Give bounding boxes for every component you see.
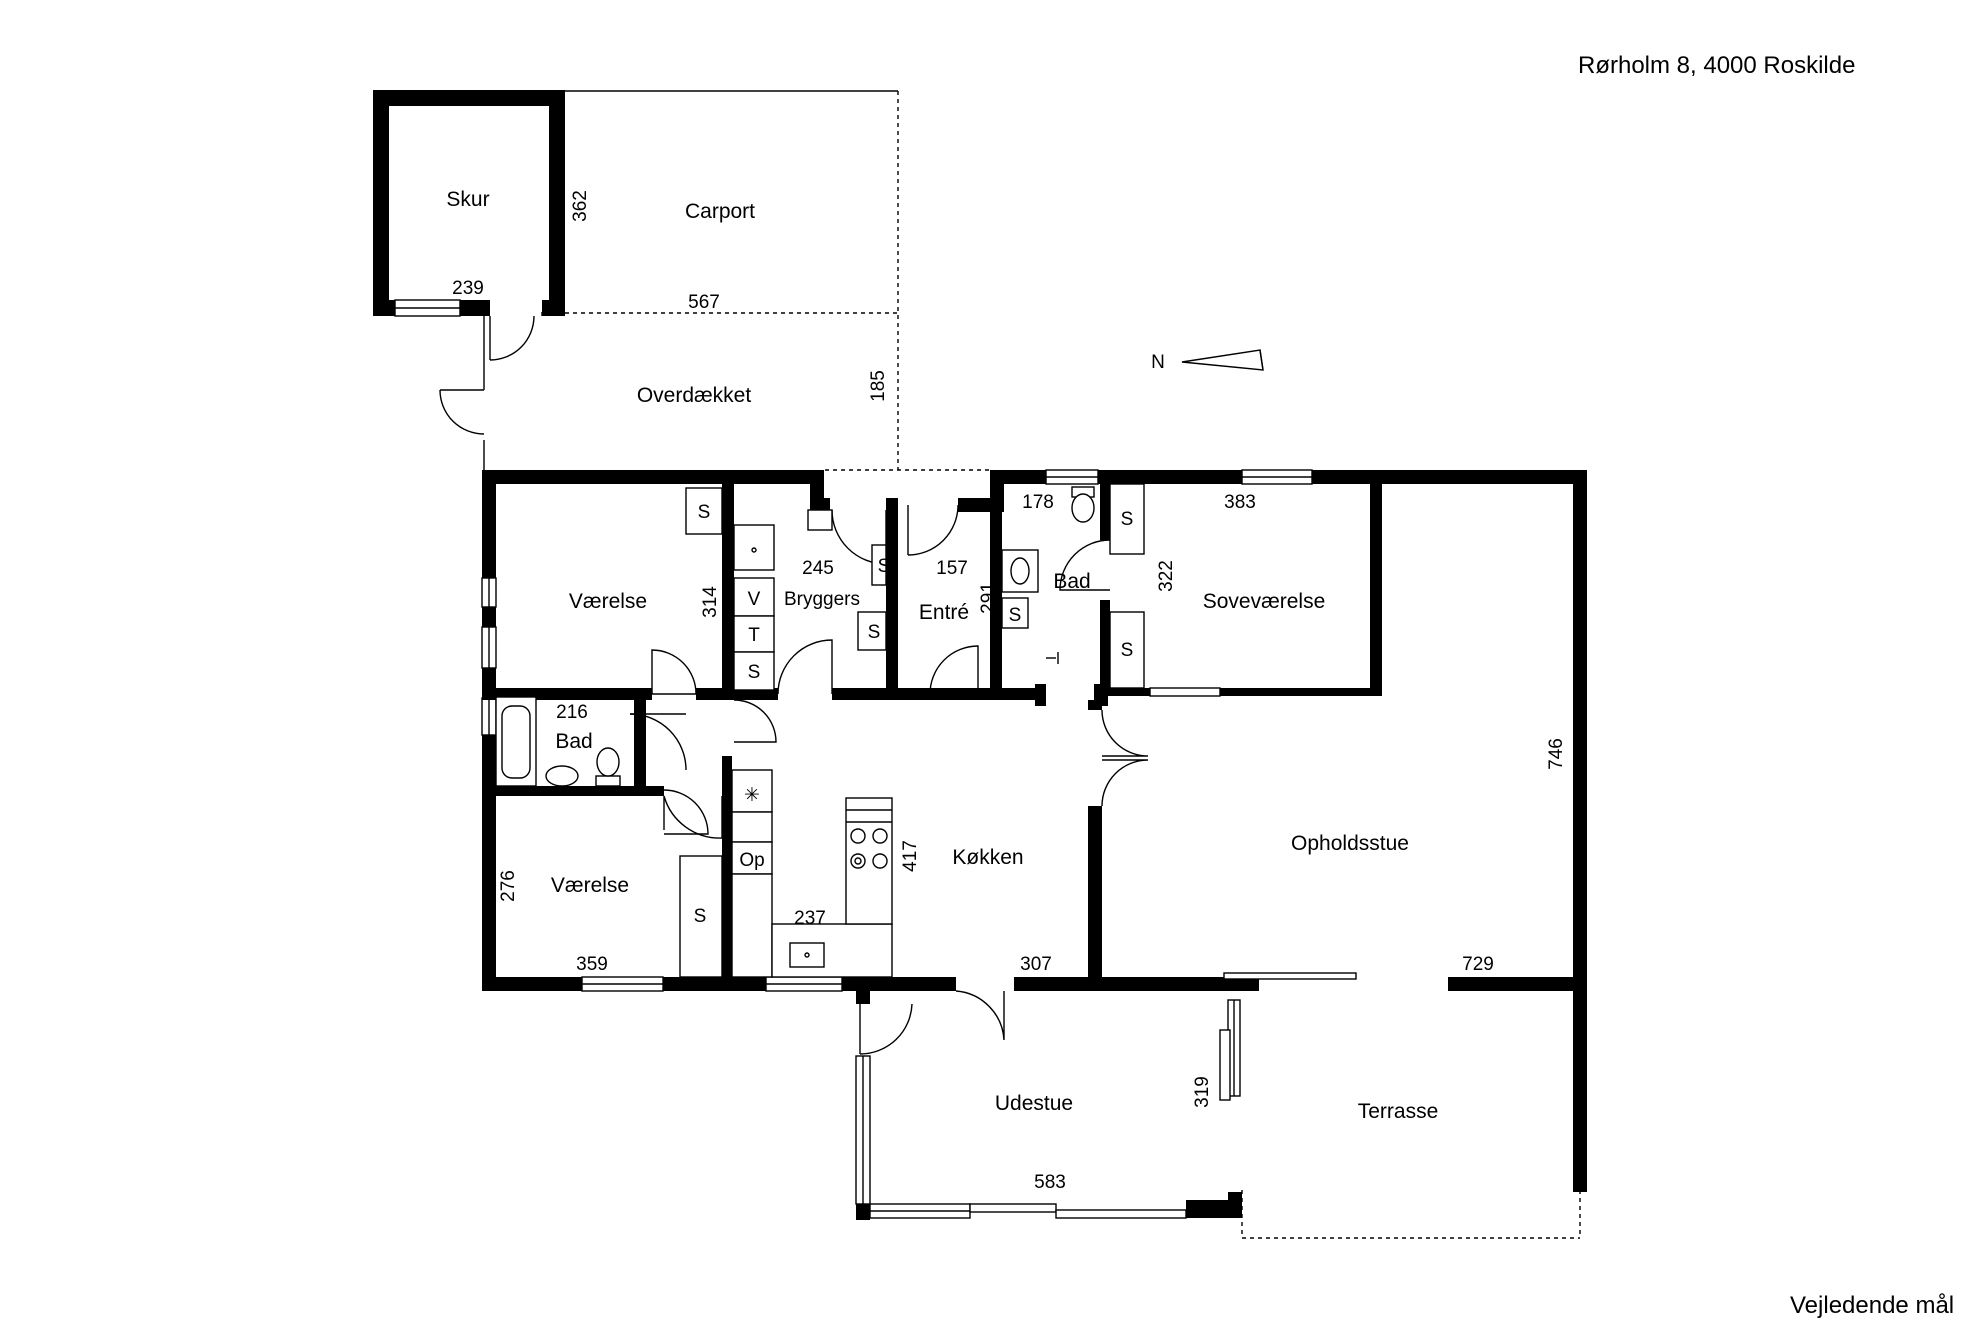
room-label-koekken: Køkken [952,846,1023,869]
carport-outline [565,90,990,471]
dim-vaerelse-bottom-height: 276 [498,870,519,902]
room-label-bad-west: Bad [555,730,592,753]
dryer-label: T [748,625,760,646]
compass-label: N [1151,352,1165,373]
svg-text:Op: Op [739,850,764,871]
room-label-sovevaerelse: Soveværelse [1203,590,1326,613]
dim-vaerelse-bottom-width: 359 [576,954,608,975]
dim-bryggers-width: 245 [802,558,834,579]
dim-carport-width: 567 [688,292,720,313]
dim-koekken-height: 417 [900,840,921,872]
dim-bad-north-width: 178 [1022,492,1054,513]
address-title: Rørholm 8, 4000 Roskilde [1578,52,1856,79]
bryggers-cabinets: S S [807,509,891,651]
dim-bad-north-height: 291 [978,582,999,614]
room-label-vaerelse-bottom: Værelse [551,874,629,897]
svg-text:S: S [1121,509,1134,530]
interior-walls [482,484,1382,984]
dim-koekken-width: 237 [794,908,826,929]
udestue-glazing [855,972,1357,1219]
room-label-vaerelse-top: Værelse [569,590,647,613]
freezer-icon: ✳ [744,785,760,806]
dim-overdaekket-height: 185 [868,370,889,402]
skur-walls [373,90,565,316]
vaerelse-bottom-closet: S [679,855,723,978]
dim-bad-west-width: 216 [556,702,588,723]
bad-north-fixtures: S [1001,486,1095,664]
room-label-skur: Skur [446,188,489,211]
terrasse-outline [1241,1190,1581,1239]
dim-koekken-width-2: 307 [1020,954,1052,975]
room-label-bryggers: Bryggers [784,589,860,610]
skur-door [489,312,543,361]
room-label-carport: Carport [685,200,755,223]
svg-text:S: S [694,906,707,927]
room-label-overdaekket: Overdækket [637,384,752,407]
room-label-bad-north: Bad [1053,570,1090,593]
svg-text:S: S [698,502,711,523]
dim-sovevaerelse-width: 383 [1224,492,1256,513]
washer-label: V [748,589,761,610]
svg-text:S: S [868,622,881,643]
koekken-fixtures: ✳ Op [731,769,893,978]
skur-window [394,299,461,317]
svg-text:S: S [748,662,761,683]
udestue-walls [856,984,1242,1220]
south-windows [581,976,843,992]
sovevaerelse-closets: S S [1109,483,1145,689]
dim-opholdsstue-width: 729 [1462,954,1494,975]
west-windows [481,577,497,736]
dim-skur-width: 239 [452,278,484,299]
room-label-opholdsstue: Opholdsstue [1291,832,1409,855]
overdaekket-door [439,389,485,435]
dim-udestue-height: 319 [1192,1076,1213,1108]
dim-udestue-width: 583 [1034,1172,1066,1193]
dim-opholdsstue-height: 746 [1546,738,1567,770]
disclaimer-text: Vejledende mål [1790,1292,1955,1319]
bad-west-fixtures [495,696,621,787]
dim-sovevaerelse-height: 322 [1156,560,1177,592]
room-label-entre: Entré [919,601,969,624]
dim-entre-width: 157 [936,558,968,579]
svg-text:S: S [1009,605,1022,626]
room-label-udestue: Udestue [995,1092,1073,1115]
compass-icon: N [1151,349,1264,373]
svg-text:S: S [1121,640,1134,661]
north-windows [1045,469,1313,485]
dim-vaerelse-top-height: 314 [700,586,721,618]
dim-carport-height: 362 [570,190,591,222]
svg-text:S: S [878,556,891,577]
exterior-walls [482,470,1587,1192]
room-label-terrasse: Terrasse [1358,1100,1439,1123]
utility-column: V T S [733,524,775,691]
cabinet-icon: S [685,487,723,535]
